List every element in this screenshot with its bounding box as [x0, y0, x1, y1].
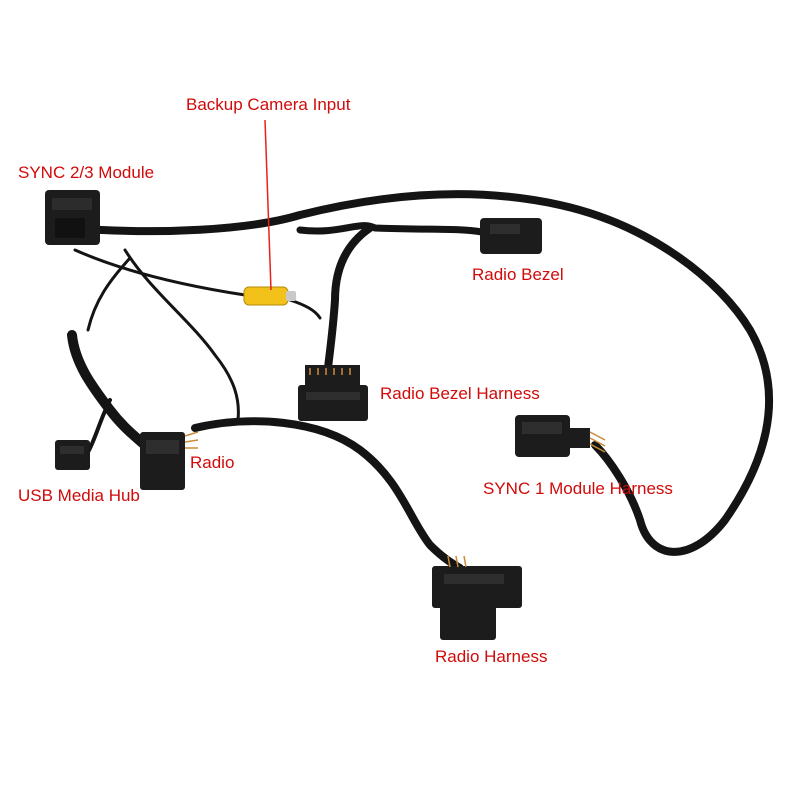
radio-bezel-harness-label: Radio Bezel Harness: [380, 384, 540, 403]
radio-bezel-label: Radio Bezel: [472, 265, 564, 284]
backup-camera-input-label: Backup Camera Input: [186, 95, 351, 114]
usb-wire: [86, 398, 112, 454]
sync-module-label: SYNC 2/3 Module: [18, 163, 155, 182]
sync1-module-harness-label: SYNC 1 Module Harness: [483, 479, 673, 498]
usb-media-hub-label: USB Media Hub: [18, 486, 140, 505]
radio-bundle: [67, 330, 155, 455]
radio-label: Radio: [190, 453, 235, 472]
camera-wire-tail: [288, 298, 322, 320]
radio-bezel-harness-connector: [298, 365, 368, 421]
radio-wire-b: [86, 256, 132, 332]
usb-hub-connector: [55, 440, 90, 470]
radio-bezel-connector: [480, 218, 542, 254]
rca-plug: [243, 286, 296, 306]
radio-harness-cable: [191, 417, 464, 572]
radio-harness-label: Radio Harness: [435, 647, 548, 666]
sync1-harness-connector: [515, 415, 606, 457]
backup-camera-leader: [264, 119, 272, 291]
radio-wire-a: [123, 248, 240, 422]
radio-harness-connector: [432, 555, 522, 640]
radio-connector: [140, 431, 199, 490]
bezel-harness-cable: [324, 224, 374, 372]
camera-wire: [73, 248, 247, 297]
sync-module-connector: [45, 190, 100, 245]
bezel-cable: [296, 222, 486, 236]
main-loop-cable: [66, 190, 774, 556]
